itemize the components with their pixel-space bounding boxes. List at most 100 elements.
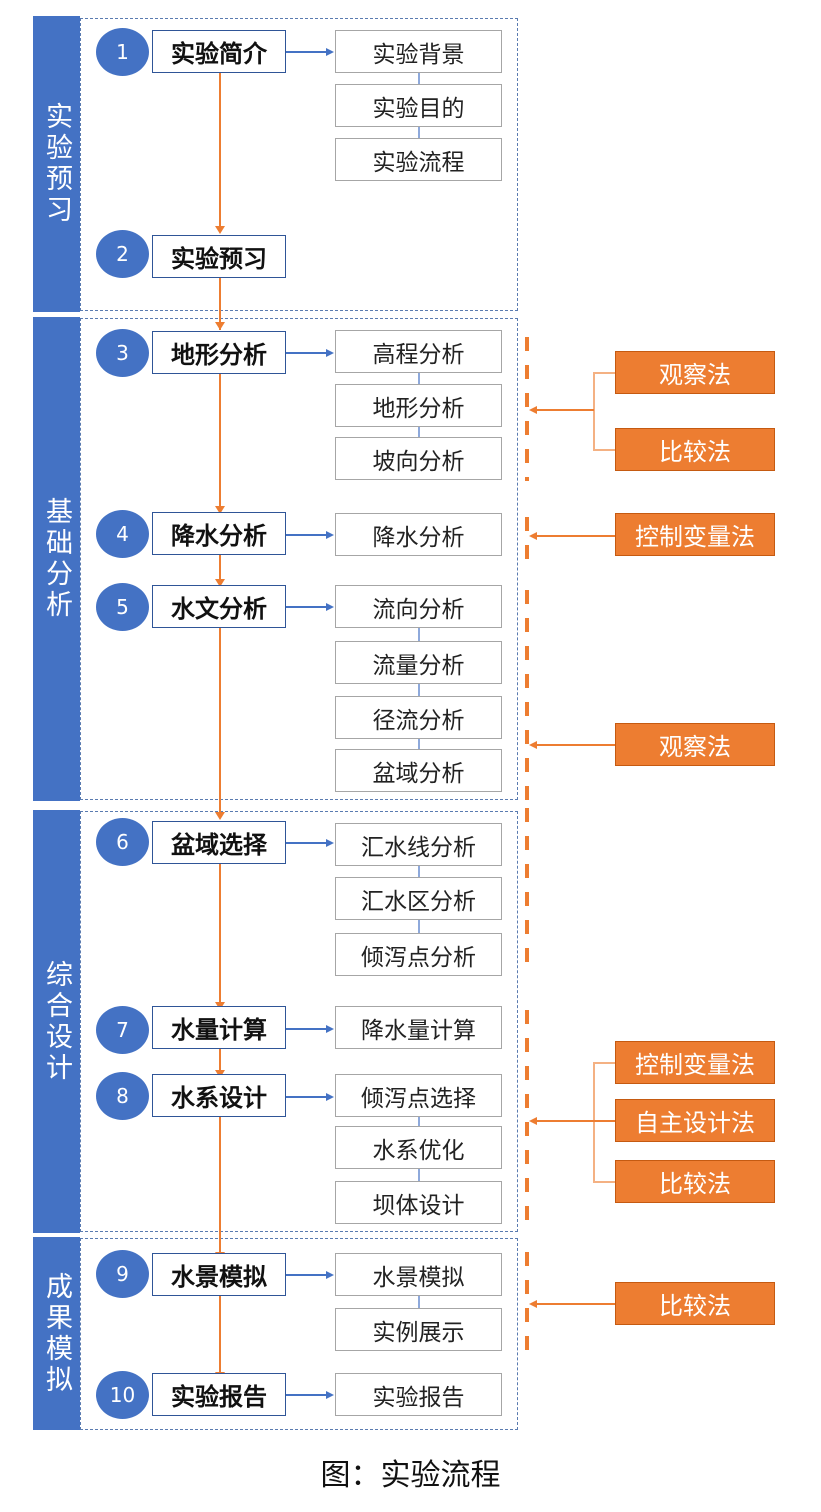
method-connector (593, 372, 615, 374)
sub-connector (418, 1169, 420, 1181)
method-box[interactable]: 比较法 (615, 1160, 775, 1203)
method-box[interactable]: 控制变量法 (615, 1041, 775, 1084)
phase-container-simulation (80, 1238, 518, 1430)
branch-line (286, 534, 326, 536)
step-box-report[interactable]: 实验报告 (152, 1373, 286, 1416)
step-number-badge: 6 (96, 818, 149, 866)
step-number-badge: 1 (96, 28, 149, 76)
sub-box[interactable]: 坝体设计 (335, 1181, 502, 1224)
sub-box[interactable]: 汇水线分析 (335, 823, 502, 866)
phase-container-design (80, 811, 518, 1232)
arrow-down-icon (215, 506, 225, 514)
sub-box[interactable]: 实验背景 (335, 30, 502, 73)
arrow-left-icon (529, 741, 537, 749)
sub-connector (418, 684, 420, 696)
arrow-right-icon (326, 531, 334, 539)
phase-label: 实验预习 (41, 102, 72, 226)
step-box-hydrology[interactable]: 水文分析 (152, 585, 286, 628)
method-connector (593, 372, 595, 450)
sub-connector (418, 427, 420, 438)
step-number-badge: 8 (96, 1072, 149, 1120)
flow-line-6-7 (219, 864, 221, 1009)
arrow-down-icon (215, 322, 225, 330)
step-number-badge: 3 (96, 329, 149, 377)
method-connector (593, 1181, 615, 1183)
method-box[interactable]: 观察法 (615, 723, 775, 766)
sub-box[interactable]: 地形分析 (335, 384, 502, 427)
method-connector (593, 1062, 615, 1064)
sub-box[interactable]: 径流分析 (335, 696, 502, 739)
step-number-badge: 5 (96, 583, 149, 631)
sub-connector (418, 73, 420, 84)
sub-box[interactable]: 实验流程 (335, 138, 502, 181)
method-bracket-precip (525, 517, 529, 559)
branch-line (286, 606, 326, 608)
step-box-preview[interactable]: 实验预习 (152, 235, 286, 278)
flow-line-7-8 (219, 1048, 221, 1078)
branch-line (286, 1394, 326, 1396)
step-number-badge: 9 (96, 1250, 149, 1298)
sub-box[interactable]: 流量分析 (335, 641, 502, 684)
method-box[interactable]: 观察法 (615, 351, 775, 394)
arrow-left-icon (529, 532, 537, 540)
method-arrow-line (536, 1120, 615, 1122)
arrow-right-icon (326, 1271, 334, 1279)
method-box[interactable]: 自主设计法 (615, 1099, 775, 1142)
sub-box[interactable]: 实验报告 (335, 1373, 502, 1416)
step-box-water-system[interactable]: 水系设计 (152, 1074, 286, 1117)
branch-line (286, 1274, 326, 1276)
flow-line-3-4 (219, 374, 221, 512)
method-bracket-design (525, 1010, 529, 1228)
arrow-left-icon (529, 1300, 537, 1308)
step-box-intro[interactable]: 实验简介 (152, 30, 286, 73)
sub-box[interactable]: 高程分析 (335, 330, 502, 373)
sub-box[interactable]: 水系优化 (335, 1126, 502, 1169)
branch-line (286, 1096, 326, 1098)
method-box[interactable]: 控制变量法 (615, 513, 775, 556)
sub-box[interactable]: 水景模拟 (335, 1253, 502, 1296)
method-box[interactable]: 比较法 (615, 1282, 775, 1325)
figure-caption: 图：实验流程 (320, 1458, 501, 1493)
step-number-badge: 10 (96, 1371, 149, 1419)
sub-box[interactable]: 降水量计算 (335, 1006, 502, 1049)
arrow-right-icon (326, 1093, 334, 1101)
method-box[interactable]: 比较法 (615, 428, 775, 471)
sub-box[interactable]: 盆域分析 (335, 749, 502, 792)
sub-box[interactable]: 倾泻点分析 (335, 933, 502, 976)
step-number-badge: 4 (96, 510, 149, 558)
method-arrow-line (536, 1303, 615, 1305)
arrow-down-icon (215, 812, 225, 820)
sub-box[interactable]: 实例展示 (335, 1308, 502, 1351)
sub-box[interactable]: 降水分析 (335, 513, 502, 556)
step-box-water-volume[interactable]: 水量计算 (152, 1006, 286, 1049)
sub-box[interactable]: 流向分析 (335, 585, 502, 628)
step-box-waterscape[interactable]: 水景模拟 (152, 1253, 286, 1296)
step-box-basin-select[interactable]: 盆域选择 (152, 821, 286, 864)
flow-line-5-6 (219, 627, 221, 817)
sub-box[interactable]: 实验目的 (335, 84, 502, 127)
method-connector (593, 449, 615, 451)
flow-line-8-9 (219, 1117, 221, 1259)
method-arrow-line (536, 535, 615, 537)
flow-line-4-5 (219, 554, 221, 586)
sub-connector (418, 866, 420, 877)
branch-line (286, 51, 326, 53)
step-box-precipitation[interactable]: 降水分析 (152, 512, 286, 555)
arrow-right-icon (326, 349, 334, 357)
arrow-right-icon (326, 603, 334, 611)
sub-box[interactable]: 坡向分析 (335, 437, 502, 480)
step-box-terrain[interactable]: 地形分析 (152, 331, 286, 374)
flow-line-9-10 (219, 1296, 221, 1376)
step-number-badge: 7 (96, 1006, 149, 1054)
arrow-left-icon (529, 1117, 537, 1125)
phase-container-preview (80, 18, 518, 311)
sub-box[interactable]: 倾泻点选择 (335, 1074, 502, 1117)
phase-bar-preview: 实验预习 (33, 16, 80, 312)
phase-container-basic-analysis (80, 318, 518, 800)
sub-box[interactable]: 汇水区分析 (335, 877, 502, 920)
arrow-left-icon (529, 406, 537, 414)
sub-connector (418, 127, 420, 138)
sub-connector (418, 1296, 420, 1308)
sub-connector (418, 920, 420, 933)
phase-label: 成果模拟 (41, 1271, 72, 1396)
